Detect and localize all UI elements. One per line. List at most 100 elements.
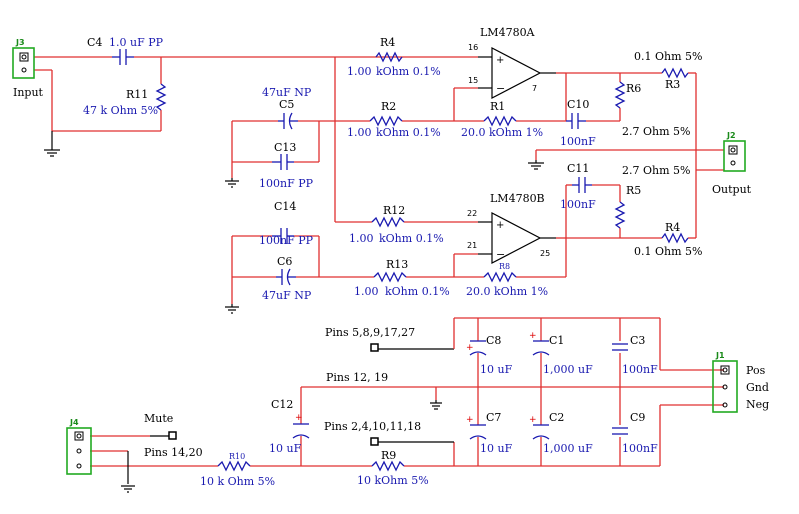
r4b-ref: R4	[665, 221, 680, 234]
capacitor-c10: C10 100nF	[560, 98, 596, 148]
c8-value: 10 uF	[480, 363, 513, 376]
amp-a-network-wiring	[231, 72, 697, 178]
ground-symbol-input	[44, 149, 60, 157]
c8-ref: C8	[486, 334, 501, 347]
pins-pos-label: Pins 5,8,9,17,27	[325, 326, 415, 339]
j4-ref: J4	[69, 418, 79, 427]
capacitor-c3: C3 100nF	[612, 334, 658, 376]
r6-ref: R6	[626, 82, 641, 95]
c13-ref: C13	[274, 141, 296, 154]
capacitor-c8: + C8 10 uF	[466, 334, 513, 376]
c1-value: 1,000 uF	[543, 363, 593, 376]
resistor-r4-input: R4 1.00 kOhm 0.1%	[347, 36, 441, 78]
connector-j2[interactable]: J2 Output	[712, 131, 752, 196]
j1-pin-pos: Pos	[746, 364, 766, 377]
c14-value: 100nF PP	[259, 234, 314, 247]
netlabel-gnd: Pins 12, 19	[326, 371, 388, 384]
connector-j4[interactable]: J4	[66, 418, 92, 475]
svg-text:+: +	[529, 331, 537, 341]
resistor-r8: R8 20.0 kOhm 1%	[466, 262, 548, 298]
c5-ref: C5	[279, 98, 294, 111]
pins-gnd-label: Pins 12, 19	[326, 371, 388, 384]
ground-symbol-psu	[430, 400, 442, 410]
r13-v1: 1.00	[354, 285, 379, 298]
svg-text:−: −	[496, 82, 505, 95]
ground-symbol-j4	[121, 485, 135, 493]
c11-ref: C11	[567, 162, 589, 175]
amp-a-pin-plus: 16	[468, 43, 478, 52]
r12-v1: 1.00	[349, 232, 374, 245]
resistor-r3: R3 0.1 Ohm 5%	[634, 50, 702, 91]
amp-b-network-wiring	[231, 184, 696, 304]
amp-a-pin-out: 7	[532, 84, 537, 93]
netlabel-pos: Pins 5,8,9,17,27	[325, 326, 415, 352]
output-wiring	[535, 149, 724, 238]
input-wiring	[34, 56, 478, 223]
r4b-value: 0.1 Ohm 5%	[634, 245, 702, 258]
amp-b-pin-out: 25	[540, 249, 550, 258]
c14-ref: C14	[274, 200, 296, 213]
r13-ref: R13	[386, 258, 408, 271]
resistor-r9: R9 10 kOhm 5%	[357, 449, 429, 487]
svg-text:+: +	[496, 55, 504, 66]
capacitor-c14: C14 100nF PP	[259, 200, 314, 247]
pins-neg-label: Pins 2,4,10,11,18	[324, 420, 421, 433]
r4a-v1: 1.00	[347, 65, 372, 78]
c6-ref: C6	[277, 255, 292, 268]
c9-value: 100nF	[622, 442, 658, 455]
c12-value: 10 uF	[269, 442, 302, 455]
c2-value: 1,000 uF	[543, 442, 593, 455]
svg-text:−: −	[496, 248, 505, 261]
capacitor-c4: C4 1.0 uF PP	[87, 36, 164, 65]
mute-label: Mute	[144, 412, 173, 425]
resistor-r11: R11 47 k Ohm 5%	[83, 83, 167, 117]
c10-ref: C10	[567, 98, 589, 111]
c3-value: 100nF	[622, 363, 658, 376]
r4a-v2: kOhm 0.1%	[376, 65, 441, 78]
c7-ref: C7	[486, 411, 501, 424]
capacitor-c1: + C1 1,000 uF	[529, 331, 593, 376]
resistor-r5: R5 2.7 Ohm 5%	[614, 164, 690, 229]
connector-j1[interactable]: J1 Pos Gnd Neg	[712, 351, 769, 413]
amp-a-name: LM4780A	[480, 26, 536, 39]
r11-value: 47 k Ohm 5%	[83, 104, 158, 117]
amp-b-pin-plus: 22	[467, 209, 477, 218]
r1-ref: R1	[490, 100, 505, 113]
connector-j3[interactable]: J3 Input	[12, 38, 44, 99]
resistor-r2: R2 1.00 kOhm 0.1%	[347, 100, 441, 139]
j1-pin-neg: Neg	[746, 398, 769, 411]
power-wiring	[90, 317, 724, 484]
j2-label: Output	[712, 183, 752, 196]
ground-symbol-output	[528, 160, 544, 170]
c2-ref: C2	[549, 411, 564, 424]
resistor-r4-output: R4 0.1 Ohm 5%	[634, 221, 702, 258]
r4a-ref: R4	[380, 36, 395, 49]
c5-value: 47uF NP	[262, 86, 312, 99]
r8-ref: R8	[499, 262, 510, 271]
capacitor-c6: C6 47uF NP	[262, 255, 312, 302]
capacitor-c12: + C12 10 uF	[269, 398, 310, 455]
mute-pins-label: Pins 14,20	[144, 446, 203, 459]
j1-pin-gnd: Gnd	[746, 381, 769, 394]
ground-symbol-a	[225, 178, 239, 188]
r5-value: 2.7 Ohm 5%	[622, 164, 690, 177]
r1-value: 20.0 kOhm 1%	[461, 126, 543, 139]
c12-ref: C12	[271, 398, 293, 411]
op-amp-lm4780a: + − LM4780A 16 15 7	[468, 26, 556, 99]
netlabel-neg: Pins 2,4,10,11,18	[324, 420, 421, 446]
r5-ref: R5	[626, 184, 641, 197]
svg-text:+: +	[466, 343, 474, 353]
c3-ref: C3	[630, 334, 645, 347]
r9-value: 10 kOhm 5%	[357, 474, 429, 487]
op-amp-lm4780b: + − LM4780B 22 21 25	[467, 192, 556, 264]
capacitor-c11: C11 100nF	[560, 162, 596, 211]
ground-symbol-b	[225, 304, 239, 314]
c4-ref: C4	[87, 36, 102, 49]
svg-text:+: +	[529, 415, 537, 425]
svg-text:+: +	[466, 415, 474, 425]
resistor-r1: R1 20.0 kOhm 1%	[461, 100, 543, 139]
r8-value: 20.0 kOhm 1%	[466, 285, 548, 298]
resistor-r10: R10 10 k Ohm 5%	[200, 452, 275, 488]
resistor-r12: R12 1.00 kOhm 0.1%	[349, 204, 444, 245]
